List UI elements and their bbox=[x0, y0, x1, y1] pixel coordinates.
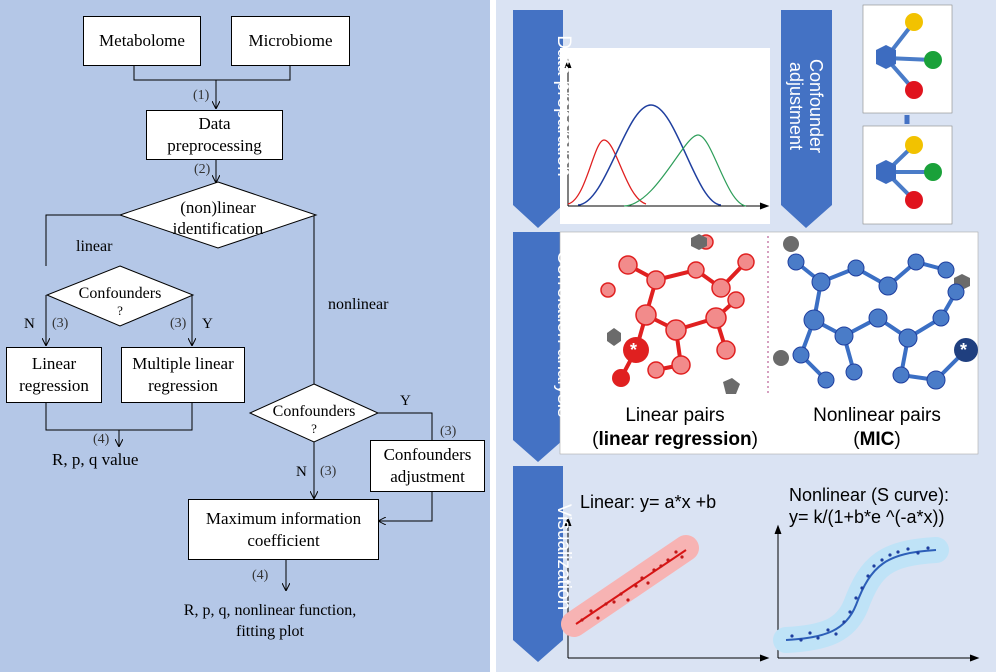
correlation-analysis-banner bbox=[513, 232, 563, 462]
linear-hub-node bbox=[623, 337, 649, 363]
mic-box: Maximum information coefficient bbox=[188, 499, 379, 560]
final-output-line2: fitting plot bbox=[236, 623, 304, 640]
nonlinear-hub-node bbox=[954, 338, 978, 362]
linear-pairs-label: Linear pairs bbox=[625, 405, 725, 426]
linear-equation: Linear: y= a*x +b bbox=[580, 492, 717, 512]
multiple-linear-regression-box: Multiple linear regression bbox=[121, 347, 245, 403]
nonlinear-nodes bbox=[787, 253, 965, 390]
data-preparation-label: Data preparation bbox=[553, 35, 574, 177]
metabolome-box: Metabolome bbox=[83, 16, 201, 66]
visualization-label: Visualization bbox=[553, 503, 574, 611]
final-output-text: R, p, q, nonlinear function, fitting plo… bbox=[170, 600, 370, 642]
svg-text:*: * bbox=[630, 340, 637, 360]
green-density-curve bbox=[623, 134, 747, 207]
step3-right-a: (3) bbox=[440, 424, 457, 439]
nonlinear-equation-formula: y= k/(1+b*e ^(-a*x)) bbox=[789, 507, 945, 527]
data-preparation-banner bbox=[513, 10, 563, 228]
confounders-left-text: Confounders ? bbox=[60, 285, 180, 319]
step4-left: (4) bbox=[93, 432, 110, 447]
mic-line2: coefficient bbox=[247, 530, 320, 550]
confounders-left-line1: Confounders bbox=[78, 285, 162, 302]
confounders-adjustment-line2: adjustment bbox=[390, 467, 465, 486]
confounder-adjustment-line2: adjustment bbox=[786, 61, 806, 151]
flowchart-connectors bbox=[0, 66, 433, 672]
linear-regression-box: Linear regression bbox=[6, 347, 102, 403]
flowchart-panel: Metabolome Microbiome (1) Data preproces… bbox=[0, 0, 490, 672]
multiple-regression-line1: Multiple linear bbox=[132, 354, 234, 373]
red-density-curve bbox=[567, 139, 647, 205]
linear-pairs-method: (linear regression) bbox=[592, 429, 758, 450]
step3-right-b: (3) bbox=[320, 464, 337, 479]
preprocessing-line2: preprocessing bbox=[167, 136, 262, 155]
final-output-line1: R, p, q, nonlinear function, bbox=[183, 602, 357, 619]
confounder-adjustment-line1: Confounder bbox=[806, 58, 826, 154]
nonlinear-identification-text: (non)linear identification bbox=[150, 197, 286, 239]
confounder-network-top-shapes bbox=[876, 13, 942, 99]
n-label-right: N bbox=[296, 464, 307, 480]
nonlinear-fit-line bbox=[785, 549, 937, 641]
metabolome-label: Metabolome bbox=[99, 31, 185, 50]
nonlinear-pairs-label: Nonlinear pairs bbox=[813, 405, 941, 426]
linear-branch-label: linear bbox=[76, 238, 113, 255]
pipeline-panel: * * bbox=[496, 0, 996, 672]
confounders-adjustment-line1: Confounders bbox=[383, 445, 472, 464]
step4-right: (4) bbox=[252, 568, 269, 583]
microbiome-label: Microbiome bbox=[248, 31, 333, 50]
step3-left-a: (3) bbox=[52, 316, 69, 331]
pipeline-graphics: * * bbox=[513, 4, 980, 662]
blue-density-curve bbox=[577, 104, 722, 206]
linear-pairs-caption: Linear pairs (linear regression) bbox=[582, 404, 768, 452]
linear-plot bbox=[564, 516, 770, 662]
confounders-right-diamond bbox=[248, 383, 380, 443]
data-preprocessing-box: Data preprocessing bbox=[146, 110, 283, 160]
multiple-regression-line2: regression bbox=[148, 376, 218, 395]
nonlinear-equation-title: Nonlinear (S curve): bbox=[789, 485, 950, 505]
nonlinear-points bbox=[790, 546, 930, 642]
nonlinear-pairs-caption: Nonlinear pairs (MIC) bbox=[788, 404, 966, 452]
confounders-left-diamond bbox=[45, 265, 195, 327]
linear-fit-line bbox=[575, 549, 687, 625]
linear-regression-line2: regression bbox=[19, 376, 89, 395]
density-panel bbox=[560, 48, 770, 224]
visualization-banner bbox=[513, 466, 563, 662]
confounder-adjustment-label: Confounder adjustment bbox=[786, 44, 826, 168]
preprocessing-line1: Data bbox=[198, 114, 231, 133]
confounders-right-line2: ? bbox=[311, 421, 317, 436]
y-label-left: Y bbox=[202, 316, 213, 332]
gray-nodes bbox=[607, 234, 970, 394]
linear-pairs-method-text: linear regression bbox=[598, 429, 752, 450]
step2-label: (2) bbox=[194, 162, 211, 177]
step1-label: (1) bbox=[193, 88, 210, 103]
identification-line1: (non)linear bbox=[180, 198, 256, 217]
confounders-adjustment-box: Confounders adjustment bbox=[370, 440, 485, 492]
confounders-right-text: Confounders ? bbox=[254, 403, 374, 437]
y-label-right: Y bbox=[400, 393, 411, 409]
nonlinear-branch-label: nonlinear bbox=[328, 296, 389, 313]
confounder-network-bottom-shapes bbox=[876, 136, 942, 209]
mic-line1: Maximum information bbox=[205, 508, 362, 528]
linear-regression-line1: Linear bbox=[31, 354, 77, 373]
density-axes bbox=[564, 58, 770, 210]
linear-points bbox=[580, 550, 684, 622]
svg-text:*: * bbox=[960, 340, 967, 360]
confounders-left-line2: ? bbox=[117, 303, 123, 318]
linear-hub-neighbour bbox=[612, 369, 630, 387]
confounder-adjustment-banner bbox=[781, 10, 832, 228]
nonlinear-pairs-method: (MIC) bbox=[853, 429, 901, 450]
n-label-left: N bbox=[24, 316, 35, 332]
confounders-right-line1: Confounders bbox=[272, 403, 356, 420]
microbiome-box: Microbiome bbox=[231, 16, 350, 66]
nonlinear-equation: Nonlinear (S curve): y= k/(1+b*e ^(-a*x)… bbox=[789, 484, 949, 528]
nonlinear-pairs-method-text: MIC bbox=[859, 429, 895, 450]
step3-left-b: (3) bbox=[170, 316, 187, 331]
nonlinear-identification-diamond bbox=[118, 181, 318, 249]
correlation-analysis-label: Correlation analysis bbox=[553, 250, 574, 418]
rpq-value-label: R, p, q value bbox=[52, 450, 139, 469]
linear-nodes bbox=[600, 234, 755, 379]
identification-line2: identification bbox=[172, 219, 264, 238]
